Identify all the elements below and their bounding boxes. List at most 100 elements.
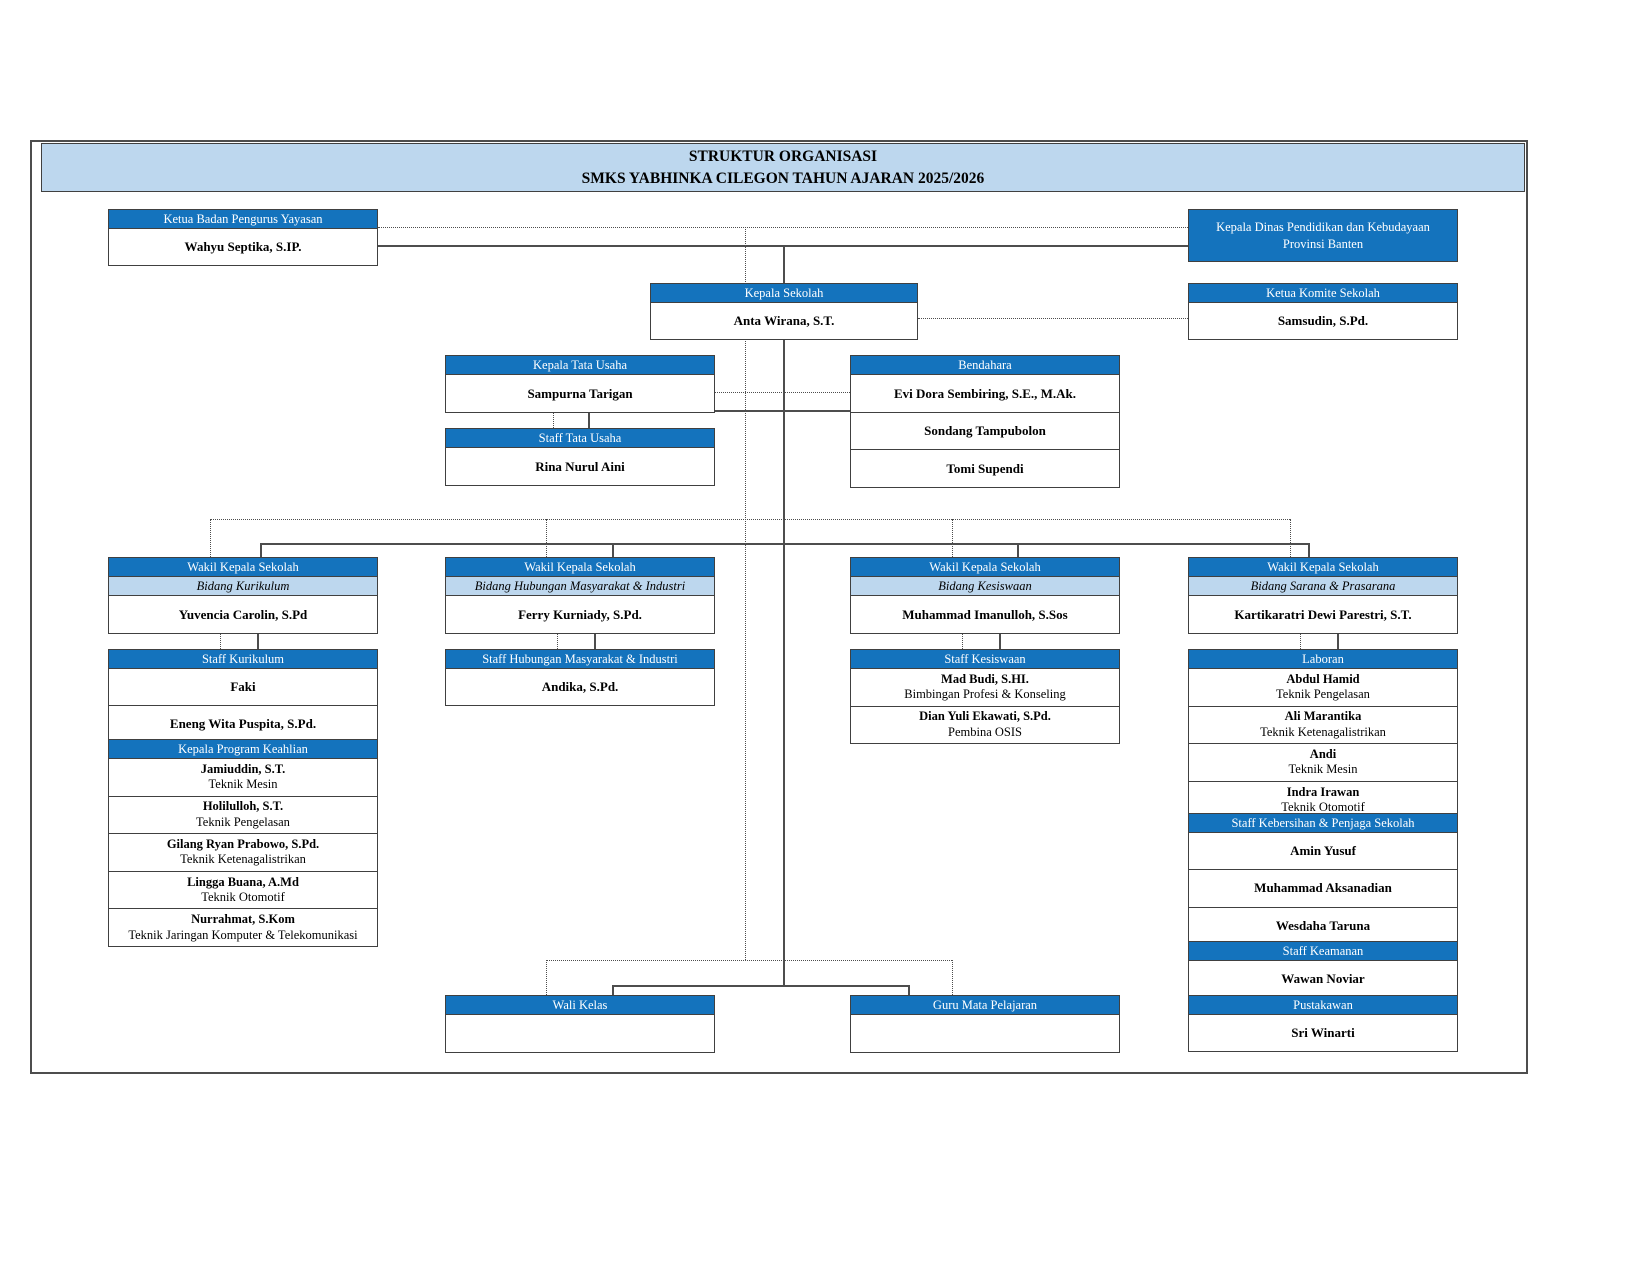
box-header: Pustakawan <box>1189 995 1457 1015</box>
box-header: Staff Hubungan Masyarakat & Industri <box>446 650 714 669</box>
person-name: Wawan Noviar <box>1189 960 1457 997</box>
chart-title-banner: STRUKTUR ORGANISASI SMKS YABHINKA CILEGO… <box>41 143 1525 192</box>
person-dept: Teknik Ketenagalistrikan <box>180 852 306 867</box>
box-laboran: Laboran Abdul Hamid Teknik Pengelasan Al… <box>1188 649 1458 820</box>
box-header: Kepala Sekolah <box>651 284 917 303</box>
person-dept: Teknik Ketenagalistrikan <box>1260 724 1386 739</box>
person-name: Ferry Kurniady, S.Pd. <box>446 596 714 633</box>
box-header: Ketua Badan Pengurus Yayasan <box>109 210 377 229</box>
connector-line <box>378 227 1188 228</box>
person-entry: Ali Marantika Teknik Ketenagalistrikan <box>1189 706 1457 745</box>
box-wakil-sarana: Wakil Kepala Sekolah Bidang Sarana & Pra… <box>1188 557 1458 634</box>
person-dept: Teknik Jaringan Komputer & Telekomunikas… <box>128 927 358 942</box>
person-dept: Teknik Otomotif <box>201 890 285 905</box>
connector-line <box>715 392 850 393</box>
connector-line <box>260 543 1310 545</box>
person-name: Wahyu Septika, S.IP. <box>109 229 377 265</box>
person-name: Yuvencia Carolin, S.Pd <box>109 596 377 633</box>
person-name: Nurrahmat, S.Kom <box>191 912 295 927</box>
box-kepala-tata-usaha: Kepala Tata Usaha Sampurna Tarigan <box>445 355 715 413</box>
person-name: Sri Winarti <box>1189 1014 1457 1051</box>
connector-line <box>612 985 910 987</box>
person-name: Dian Yuli Ekawati, S.Pd. <box>919 709 1051 724</box>
person-name: Mad Budi, S.HI. <box>941 671 1029 686</box>
person-name: Muhammad Imanulloh, S.Sos <box>851 596 1119 633</box>
connector-line <box>745 227 746 960</box>
connector-line <box>553 410 554 428</box>
box-wakil-kurikulum: Wakil Kepala Sekolah Bidang Kurikulum Yu… <box>108 557 378 634</box>
person-name: Kartikaratri Dewi Parestri, S.T. <box>1189 596 1457 633</box>
connector-line <box>210 519 211 557</box>
box-header: Wakil Kepala Sekolah <box>109 558 377 577</box>
box-subheader: Bidang Hubungan Masyarakat & Industri <box>446 577 714 596</box>
person-name: Amin Yusuf <box>1189 833 1457 871</box>
connector-line <box>210 519 1290 520</box>
connector-line <box>612 543 614 557</box>
box-kepala-sekolah: Kepala Sekolah Anta Wirana, S.T. <box>650 283 918 340</box>
person-name: Lingga Buana, A.Md <box>187 874 299 889</box>
connector-line <box>783 337 785 985</box>
connector-line <box>546 960 952 961</box>
chart-title-line2: SMKS YABHINKA CILEGON TAHUN AJARAN 2025/… <box>581 169 985 187</box>
person-name: Eneng Wita Puspita, S.Pd. <box>109 706 377 742</box>
box-header: Kepala Program Keahlian <box>109 740 377 759</box>
connector-line <box>715 410 850 412</box>
box-pustakawan: Pustakawan Sri Winarti <box>1188 994 1458 1052</box>
person-dept: Teknik Mesin <box>208 777 278 792</box>
person-dept: Teknik Mesin <box>1288 762 1358 777</box>
box-header: Staff Keamanan <box>1189 941 1457 961</box>
chart-title-line1: STRUKTUR ORGANISASI <box>688 147 878 165</box>
person-entry: Nurrahmat, S.Kom Teknik Jaringan Kompute… <box>109 909 377 946</box>
box-header: Kepala Tata Usaha <box>446 356 714 375</box>
person-entry: Andi Teknik Mesin <box>1189 744 1457 782</box>
box-kepala-dinas: Kepala Dinas Pendidikan dan Kebudayaan P… <box>1188 209 1458 262</box>
person-name: Evi Dora Sembiring, S.E., M.Ak. <box>851 375 1119 413</box>
person-name: Ali Marantika <box>1284 709 1362 724</box>
person-entry: Holilulloh, S.T. Teknik Pengelasan <box>109 796 377 835</box>
person-name: Jamiuddin, S.T. <box>200 761 286 776</box>
box-header: Staff Kebersihan & Penjaga Sekolah <box>1189 814 1457 833</box>
box-header: Ketua Komite Sekolah <box>1189 284 1457 303</box>
person-entry: Indra Irawan Teknik Otomotif <box>1189 781 1457 819</box>
connector-line <box>257 630 259 649</box>
box-header: Staff Kurikulum <box>109 650 377 669</box>
box-staff-kesiswaan: Staff Kesiswaan Mad Budi, S.HI. Bimbinga… <box>850 649 1120 745</box>
connector-line <box>557 630 558 649</box>
connector-line <box>918 318 1188 319</box>
empty-cell <box>446 1015 714 1052</box>
person-entry: Gilang Ryan Prabowo, S.Pd. Teknik Ketena… <box>109 834 377 872</box>
empty-cell <box>851 1015 1119 1052</box>
person-name: Wesdaha Taruna <box>1189 907 1457 944</box>
box-subheader: Bidang Kurikulum <box>109 577 377 596</box>
box-header: Staff Kesiswaan <box>851 650 1119 669</box>
connector-line <box>1308 543 1310 557</box>
connector-line <box>999 630 1001 649</box>
person-entry: Dian Yuli Ekawati, S.Pd. Pembina OSIS <box>851 706 1119 744</box>
connector-line <box>546 519 547 557</box>
person-name: Rina Nurul Aini <box>446 448 714 485</box>
person-entry: Jamiuddin, S.T. Teknik Mesin <box>109 759 377 797</box>
box-wakil-humas: Wakil Kepala Sekolah Bidang Hubungan Mas… <box>445 557 715 634</box>
person-entry: Lingga Buana, A.Md Teknik Otomotif <box>109 871 377 910</box>
connector-line <box>962 630 963 649</box>
box-header: Wakil Kepala Sekolah <box>1189 558 1457 577</box>
box-ketua-komite: Ketua Komite Sekolah Samsudin, S.Pd. <box>1188 283 1458 340</box>
person-name: Sondang Tampubolon <box>851 413 1119 450</box>
connector-line <box>783 245 785 283</box>
connector-line <box>588 410 590 428</box>
box-wakil-kesiswaan: Wakil Kepala Sekolah Bidang Kesiswaan Mu… <box>850 557 1120 634</box>
box-ketua-yayasan: Ketua Badan Pengurus Yayasan Wahyu Septi… <box>108 209 378 266</box>
connector-line <box>1017 543 1019 557</box>
connector-line <box>952 960 953 995</box>
connector-line <box>1337 630 1339 649</box>
box-label-line2: Provinsi Banten <box>1282 236 1364 251</box>
connector-line <box>952 519 953 557</box>
box-header: Wakil Kepala Sekolah <box>851 558 1119 577</box>
person-name: Andi <box>1309 746 1337 761</box>
person-dept: Bimbingan Profesi & Konseling <box>904 687 1066 702</box>
connector-line <box>1300 630 1301 649</box>
person-entry: Abdul Hamid Teknik Pengelasan <box>1189 669 1457 707</box>
box-label-line1: Kepala Dinas Pendidikan dan Kebudayaan <box>1216 219 1430 234</box>
box-bendahara: Bendahara Evi Dora Sembiring, S.E., M.Ak… <box>850 355 1120 488</box>
